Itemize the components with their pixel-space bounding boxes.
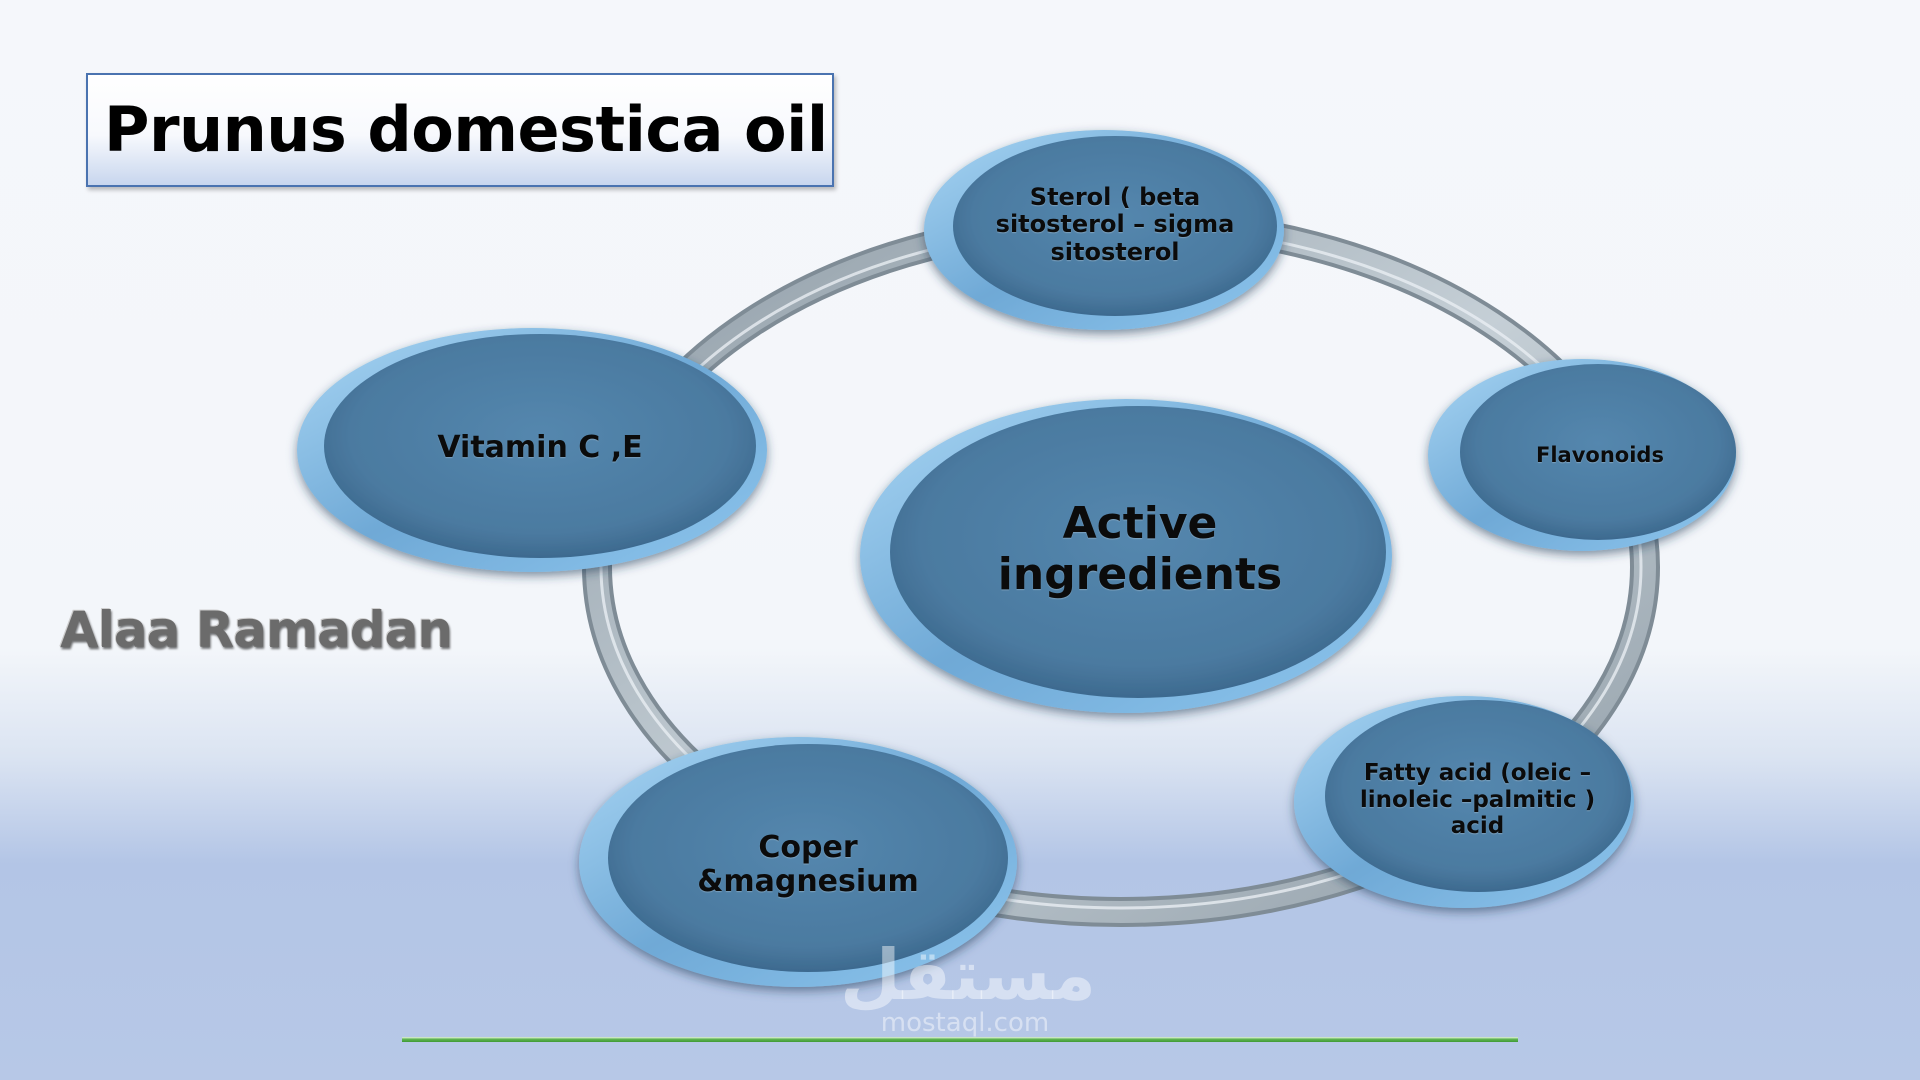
slide-title: Prunus domestica oil bbox=[104, 93, 828, 166]
bottom-rule bbox=[402, 1037, 1518, 1042]
node-copper-magnesium-label: Coper &magnesium bbox=[658, 820, 958, 910]
node-flavonoids-circle bbox=[1428, 359, 1736, 551]
node-vitamin-text: Vitamin C ,E bbox=[437, 429, 643, 465]
node-flavonoids-label: Flavonoids bbox=[1490, 430, 1710, 480]
node-fatty-acid-label: Fatty acid (oleic –linoleic –palmitic ) … bbox=[1350, 735, 1605, 865]
watermark-arabic: مستقل bbox=[840, 934, 1097, 1016]
title-box: Prunus domestica oil bbox=[86, 73, 834, 187]
node-sterol-label: Sterol ( beta sitosterol – sigma sitoste… bbox=[995, 160, 1235, 290]
watermark: مستقل mostaql.com bbox=[840, 934, 1097, 1038]
center-label-text: Active ingredients bbox=[997, 498, 1283, 600]
node-fatty-acid-text: Fatty acid (oleic –linoleic –palmitic ) … bbox=[1359, 760, 1596, 840]
node-copper-magnesium-circle bbox=[579, 737, 1017, 987]
node-sterol-circle bbox=[924, 130, 1284, 330]
node-vitamin-label: Vitamin C ,E bbox=[380, 420, 700, 476]
node-fatty-acid-circle bbox=[1294, 696, 1634, 908]
center-circle bbox=[860, 399, 1392, 713]
node-sterol-text: Sterol ( beta sitosterol – sigma sitoste… bbox=[995, 182, 1235, 266]
node-flavonoids-text: Flavonoids bbox=[1536, 442, 1664, 467]
node-copper-magnesium-text: Coper &magnesium bbox=[697, 829, 919, 899]
node-vitamin-circle bbox=[297, 328, 767, 572]
center-label: Active ingredients bbox=[940, 480, 1340, 620]
author-name: Alaa Ramadan bbox=[60, 601, 453, 659]
watermark-latin: mostaql.com bbox=[880, 1008, 1050, 1038]
